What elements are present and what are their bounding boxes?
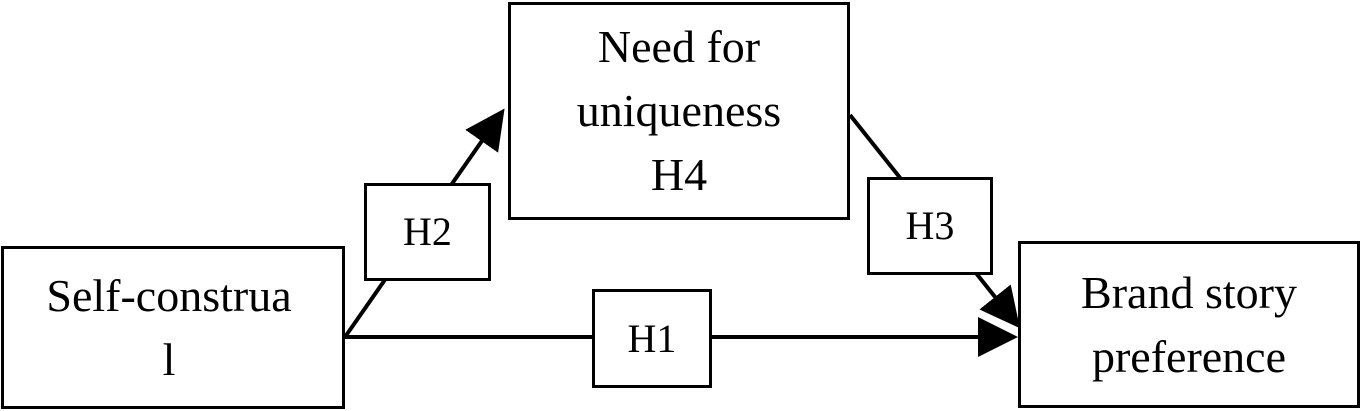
edge-label-h2-text: H2 (403, 209, 452, 254)
node-self-construal-text: Self-construa l (46, 264, 291, 392)
node-need-for-uniqueness-line2: uniqueness (576, 85, 782, 136)
edge-label-h3: H3 (867, 177, 993, 275)
node-brand-story-preference-text: Brand story preference (1081, 261, 1297, 389)
node-need-for-uniqueness-text: Need for uniqueness H4 (577, 15, 781, 207)
node-brand-story-preference-line1: Brand story (1081, 266, 1297, 318)
edge-label-h1: H1 (592, 289, 712, 388)
node-self-construal: Self-construa l (1, 246, 345, 409)
node-need-for-uniqueness-line1: Need for (597, 21, 761, 72)
node-need-for-uniqueness-line3: H4 (650, 149, 708, 200)
edge-label-h2: H2 (364, 183, 491, 281)
node-brand-story-preference: Brand story preference (1018, 241, 1360, 408)
node-self-construal-line2: l (162, 333, 176, 385)
node-brand-story-preference-line2: preference (1091, 330, 1287, 382)
node-self-construal-line1: Self-construa (46, 269, 292, 321)
edge-label-h3-text: H3 (905, 203, 955, 248)
edge-label-h1-text: H1 (627, 315, 677, 361)
node-need-for-uniqueness: Need for uniqueness H4 (508, 2, 850, 220)
